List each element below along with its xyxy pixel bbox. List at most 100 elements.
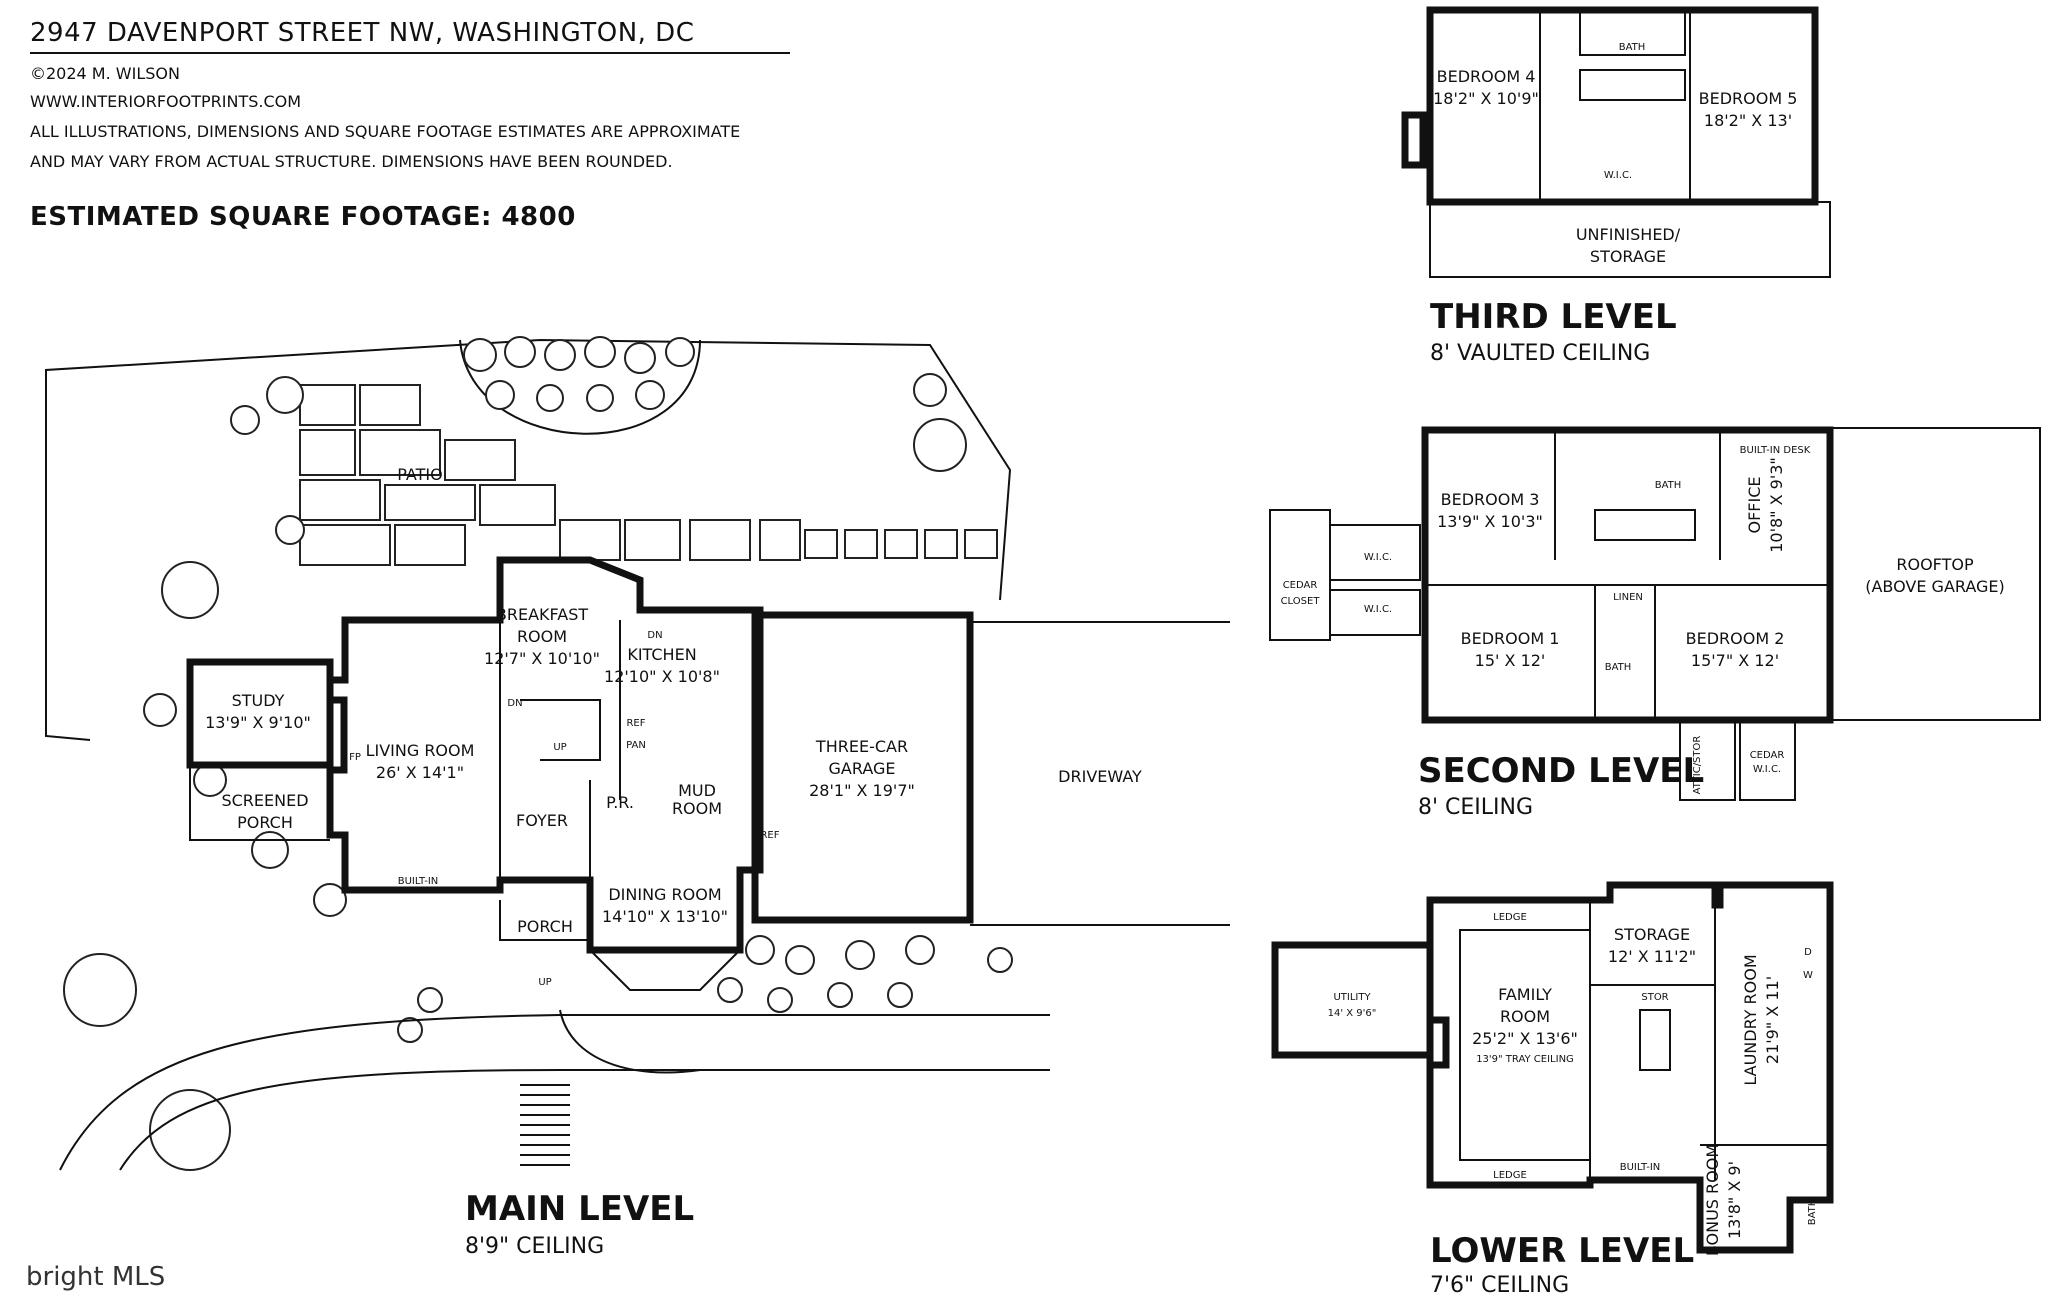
breakfast-room-label: BREAKFAST [496,605,588,624]
lower-bath-label: BATH [1807,1199,1818,1226]
patio-label: PATIO [397,465,442,484]
third-level-title: THIRD LEVEL [1430,297,1677,337]
attic-label: ATTIC/STOR [1692,736,1703,795]
disclaimer-line-2: AND MAY VARY FROM ACTUAL STRUCTURE. DIME… [30,152,673,171]
mud-room-label-2: ROOM [672,799,722,818]
family-room-label: FAMILY [1498,985,1552,1004]
main-level-ceiling: 8'9" CEILING [465,1234,604,1259]
bedroom2-label: BEDROOM 2 [1686,629,1785,648]
patio-curve [459,339,701,435]
office-label: OFFICE [1745,477,1764,534]
watermark-text: bright MLS [26,1262,166,1292]
rooftop-label-2: (ABOVE GARAGE) [1865,577,2005,596]
garage-label: THREE-CAR [815,737,908,756]
ledge-label-bottom: LEDGE [1493,1170,1527,1181]
garage-ref-label: REF [760,830,779,841]
utility-dims: 14' X 9'6" [1328,1008,1377,1019]
cedar-wic-outline [1739,719,1796,801]
lot-outline [45,338,1012,741]
walkway-inner [119,1069,1050,1171]
second-bath-2-label: BATH [1605,662,1632,673]
dining-room-label: DINING ROOM [608,885,721,904]
living-room-dims: 26' X 14'1" [376,763,464,782]
second-level-title: SECOND LEVEL [1418,751,1704,791]
built-in-desk-label: BUILT-IN DESK [1740,445,1811,456]
patio-stones [299,384,998,566]
second-level-ceiling: 8' CEILING [1418,795,1533,820]
title-rule [30,52,790,54]
family-room-dims: 25'2" X 13'6" [1472,1029,1578,1048]
washer-label: W [1803,970,1813,981]
walk-curve [559,1009,701,1074]
ref-label: REF [626,718,645,729]
laundry-room-dims: 21'9" X 11' [1763,976,1782,1064]
bedroom5-label: BEDROOM 5 [1699,89,1798,108]
bright-mls-watermark: bright MLS [26,1262,165,1292]
disclaimer-line-1: ALL ILLUSTRATIONS, DIMENSIONS AND SQUARE… [30,122,741,141]
laundry-room-label: LAUNDRY ROOM [1741,954,1760,1085]
address-title: 2947 DAVENPORT STREET NW, WASHINGTON, DC [30,18,695,48]
cedar-closet-label: CEDAR [1283,580,1318,591]
unfinished-storage-outline [1429,201,1831,278]
cedar-wic-label-2: W.I.C. [1753,764,1781,775]
cedar-closet-outline [1269,509,1331,641]
dryer-label: D [1804,947,1812,958]
rooftop-outline [1829,427,2041,721]
built-in-label: BUILT-IN [398,876,439,887]
bedroom5-dims: 18'2" X 13' [1704,111,1792,130]
garage-walls [751,611,974,924]
fireplace [326,696,348,774]
lower-stair [1639,1009,1671,1071]
lower-level-walls [1426,881,1834,1254]
wic-lower [1329,589,1421,636]
walkway-outer [59,1014,1050,1171]
second-stair [1594,509,1696,541]
third-level-plan: BEDROOM 4 18'2" X 10'9" BEDROOM 5 18'2" … [1401,6,1831,366]
dn-label: DN [647,630,662,641]
screened-porch-label: SCREENED [221,791,308,810]
lower-level-ceiling: 7'6" CEILING [1430,1273,1569,1298]
foyer-label: FOYER [516,811,568,830]
tray-ceiling-outline [1459,929,1591,1161]
bedroom1-label: BEDROOM 1 [1461,629,1560,648]
attic-outline [1679,719,1736,801]
storage-dims: 12' X 11'2" [1608,947,1696,966]
rooftop-label: ROOFTOP [1896,555,1974,574]
stor-label: STOR [1641,992,1668,1003]
driveway-label: DRIVEWAY [1058,767,1142,786]
ledge-label-top: LEDGE [1493,912,1527,923]
utility-label: UTILITY [1333,992,1371,1003]
bedroom4-dims: 18'2" X 10'9" [1433,89,1539,108]
breakfast-room-dims: 12'7" X 10'10" [484,649,600,668]
lower-level-title: LOWER LEVEL [1430,1231,1694,1271]
wic-upper [1329,524,1421,581]
bedroom3-dims: 13'9" X 10'3" [1437,512,1543,531]
lower-level-plan: UTILITY 14' X 9'6" FAMILY ROOM 25'2" X 1… [1271,881,1834,1298]
third-bath-label: BATH [1619,42,1646,53]
second-level-plan: BEDROOM 3 13'9" X 10'3" BATH OFFICE 10'8… [1269,426,2041,820]
kitchen-dims: 12'10" X 10'8" [604,667,720,686]
garage-dims: 28'1" X 19'7" [809,781,915,800]
bonus-room-dims: 13'8" X 9' [1725,1161,1744,1239]
cedar-wic-label: CEDAR [1750,750,1785,761]
porch-label: PORCH [517,917,573,936]
tree-shrubs [63,336,1013,1171]
wic-label-2: W.I.C. [1364,604,1392,615]
storage-label: STORAGE [1614,925,1690,944]
office-dims: 10'8" X 9'3" [1767,457,1786,553]
dining-room-dims: 14'10" X 13'10" [602,907,728,926]
family-tray-ceiling: 13'9" TRAY CEILING [1476,1054,1574,1065]
up-label: UP [553,742,566,753]
bedroom1-dims: 15' X 12' [1475,651,1546,670]
porch-outline [499,900,590,941]
unfinished-label-2: STORAGE [1590,247,1666,266]
family-room-label-2: ROOM [1500,1007,1550,1026]
fireplace-label: FP [349,752,361,763]
linen-label: LINEN [1613,592,1643,603]
up-label-2: UP [538,977,551,988]
cedar-closet-label-2: CLOSET [1281,596,1321,607]
third-bath-outline [1579,9,1686,56]
unfinished-label: UNFINISHED/ [1576,225,1681,244]
copyright: ©2024 M. WILSON [30,64,180,83]
